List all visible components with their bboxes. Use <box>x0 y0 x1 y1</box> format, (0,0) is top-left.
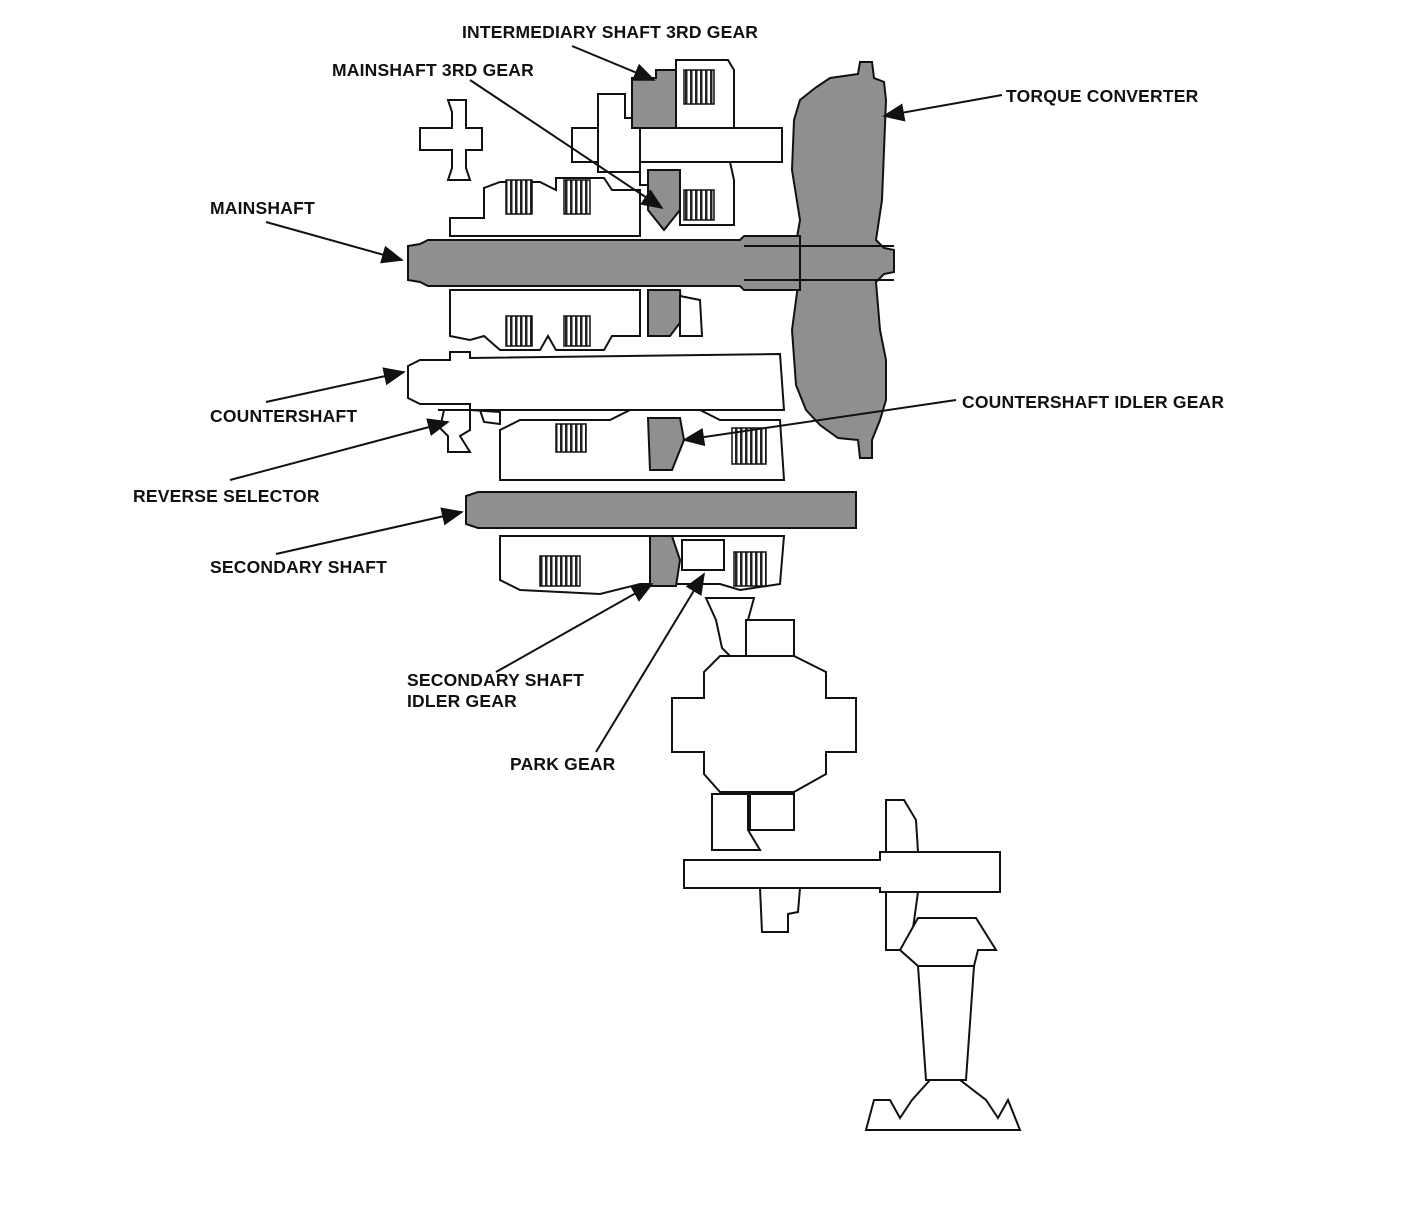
arrow-countershaft-idler-gear <box>682 399 957 447</box>
label-countershaft-idler-gear: COUNTERSHAFT IDLER GEAR <box>962 392 1224 412</box>
arrow-secondary-shaft-idler-gear <box>495 583 654 673</box>
arrow-countershaft <box>265 367 406 403</box>
intermediary-shaft-assembly <box>571 59 783 232</box>
arrow-reverse-selector <box>229 418 450 481</box>
label-park-gear: PARK GEAR <box>510 754 616 774</box>
arrow-secondary-shaft <box>275 507 464 555</box>
label-countershaft: COUNTERSHAFT <box>210 406 357 426</box>
arrow-mainshaft <box>265 221 404 264</box>
label-mainshaft: MAINSHAFT <box>210 198 315 218</box>
label-torque-converter: TORQUE CONVERTER <box>1006 86 1199 106</box>
arrow-torque-converter <box>882 94 1003 122</box>
torque-converter <box>790 61 895 459</box>
secondary-shaft-assembly <box>465 409 857 596</box>
label-secondary-shaft-idler-gear-line1: SECONDARY SHAFT <box>407 670 584 690</box>
label-reverse-selector: REVERSE SELECTOR <box>133 486 320 506</box>
arrow-intermediary-shaft-3rd-gear <box>571 45 656 81</box>
label-intermediary-shaft-3rd-gear: INTERMEDIARY SHAFT 3RD GEAR <box>462 22 758 42</box>
label-secondary-shaft: SECONDARY SHAFT <box>210 557 387 577</box>
leader-arrows <box>229 45 1003 753</box>
label-secondary-shaft-idler-gear-line2: IDLER GEAR <box>407 691 517 711</box>
label-mainshaft-3rd-gear: MAINSHAFT 3RD GEAR <box>332 60 534 80</box>
arrow-mainshaft-3rd-gear <box>469 79 664 210</box>
mainshaft-assembly <box>407 177 894 351</box>
differential-assembly <box>671 597 1022 1131</box>
arrow-park-gear <box>595 572 705 753</box>
left-top-gear <box>419 99 483 181</box>
